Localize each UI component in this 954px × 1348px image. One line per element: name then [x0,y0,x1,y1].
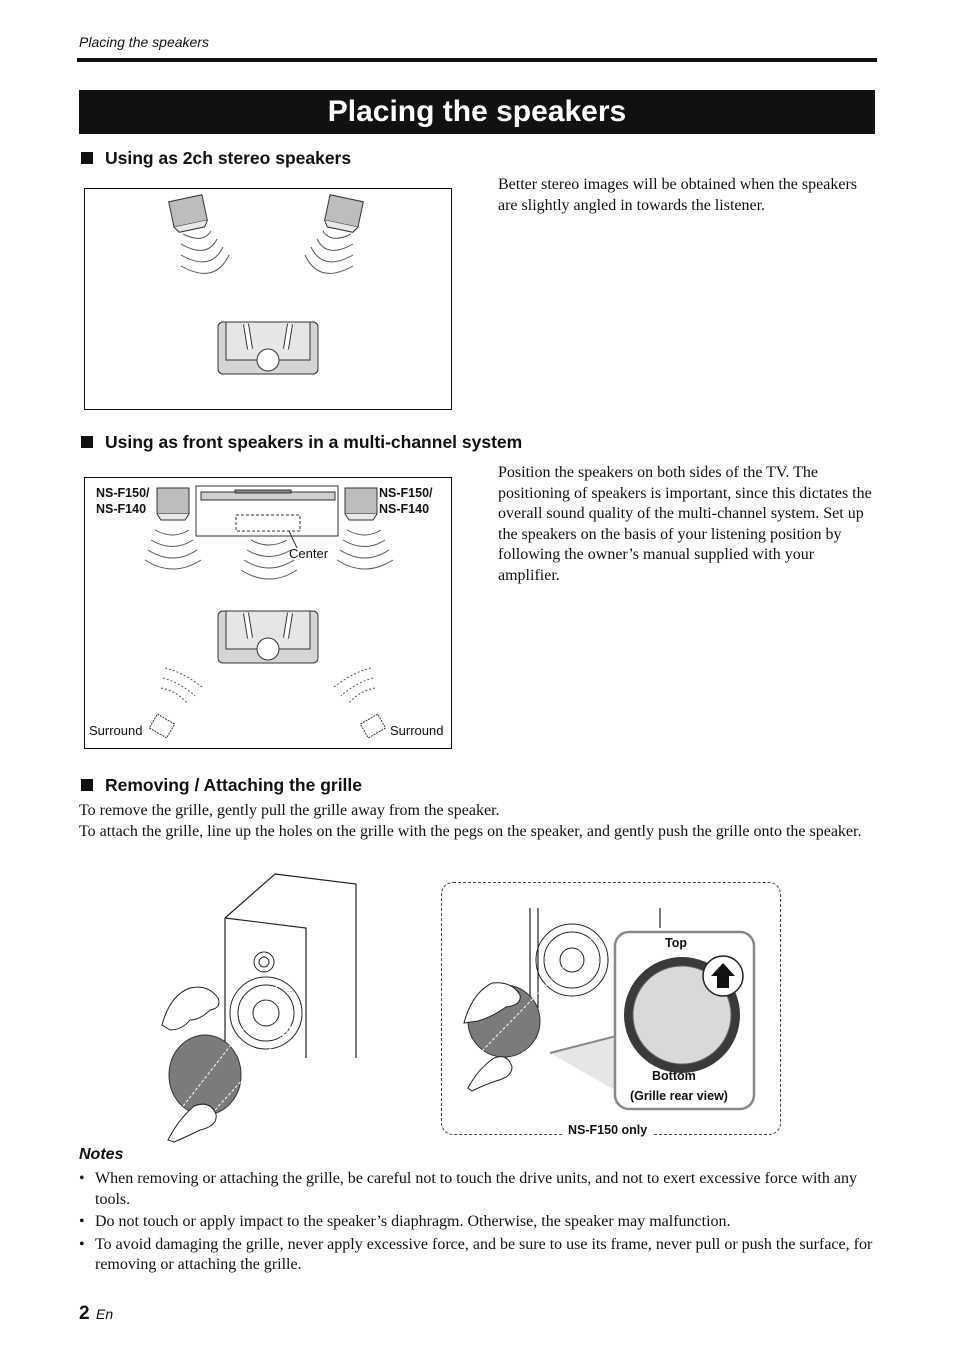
label-model-only: NS-F150 only [563,1122,653,1138]
right-speaker-icon [324,194,364,233]
note-item: Do not touch or apply impact to the spea… [79,1212,874,1233]
alignment-lines [179,966,307,1111]
grille-remove-text: To remove the grille, gently pull the gr… [79,802,500,819]
label-left-model-2: NS-F140 [96,502,147,516]
diagram-multichannel: NS-F150/ NS-F140 NS-F150/ NS-F140 Center… [84,477,452,749]
speaker-cabinet-icon [224,873,357,1058]
label-bottom: Bottom [652,1069,696,1083]
heading-text: Using as 2ch stereo speakers [105,148,352,168]
sound-waves-right-icon [304,230,354,274]
surround-right-speaker-icon [359,713,387,739]
label-center: Center [289,546,329,561]
running-header: Placing the speakers [79,34,209,50]
grille-disc-icon [168,1034,242,1116]
label-top: Top [665,936,687,950]
diagram-2ch-stereo [84,188,452,410]
woofer-icon [535,923,609,997]
label-surround-right: Surround [390,723,444,738]
label-right-model-1: NS-F150/ [379,486,433,500]
ns-f150-detail-box: Top Bottom (Grille rear view) NS-F150 on… [441,882,781,1138]
left-speaker-icon [168,194,208,233]
grille-rear-view-drawing [463,908,756,1111]
listener-sofa-icon [217,321,319,375]
page-number: 2 [79,1303,90,1324]
page-language: En [96,1306,114,1322]
note-item: When removing or attaching the grille, b… [79,1169,874,1210]
heading-text: Removing / Attaching the grille [105,775,363,795]
surround-left-speaker-icon [148,713,176,739]
hand-top-icon [161,986,220,1031]
front-right-speaker-icon [344,487,378,521]
label-rear-view: (Grille rear view) [630,1089,728,1103]
page-footer: 2 En [79,1303,113,1325]
page-title: Placing the speakers [79,90,875,134]
sound-waves-icon [144,529,394,580]
section1-text: Better stereo images will be obtained wh… [498,176,857,214]
speaker-cabinet-partial-icon [529,908,661,1008]
speaker-grille-drawing [161,873,357,1143]
section-heading-grille: Removing / Attaching the grille [81,775,362,796]
listener-sofa-icon [217,610,319,664]
label-left-model-1: NS-F150/ [96,486,150,500]
heading-bullet-icon [81,779,93,791]
grille-illustration-main [160,870,370,1145]
surround-waves-icon [160,667,376,704]
front-left-speaker-icon [156,487,190,521]
note-item: To avoid damaging the grille, never appl… [79,1235,874,1276]
section2-text: Position the speakers on both sides of t… [498,464,872,584]
section-heading-multichannel: Using as front speakers in a multi-chann… [81,432,522,453]
hand-bottom-icon [167,1103,217,1143]
label-right-model-2: NS-F140 [379,502,430,516]
notes-title: Notes [79,1146,124,1163]
tv-icon [195,485,339,537]
tweeter-icon [253,951,275,973]
grille-attach-text: To attach the grille, line up the holes … [79,823,862,840]
center-speaker-icon [235,514,301,549]
sound-waves-left-icon [180,230,230,274]
heading-bullet-icon [81,152,93,164]
alignment-lines [481,937,593,1054]
hand-icon [463,982,521,1092]
heading-bullet-icon [81,436,93,448]
multichannel-layout-illustration [144,485,394,739]
woofer-icon [229,976,303,1050]
heading-text: Using as front speakers in a multi-chann… [105,432,523,452]
notes-list: When removing or attaching the grille, b… [79,1169,874,1278]
top-arrow-icon [702,955,744,997]
header-rule [77,58,877,62]
stereo-layout-illustration [168,194,364,375]
section-heading-2ch: Using as 2ch stereo speakers [81,148,351,169]
label-surround-left: Surround [89,723,143,738]
